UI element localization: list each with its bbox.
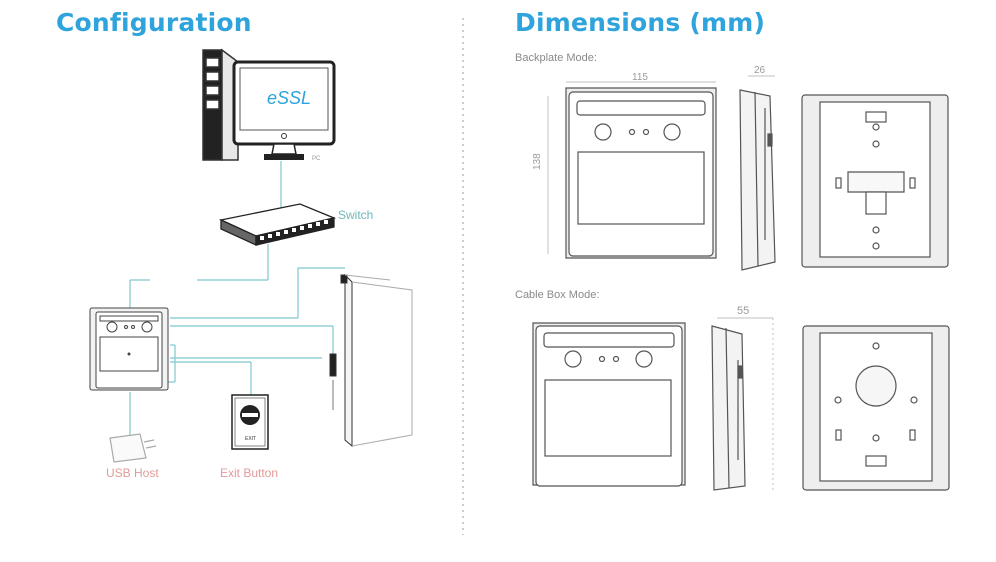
configuration-title: Configuration xyxy=(56,8,252,37)
switch-icon xyxy=(218,203,337,247)
pc-label: PC xyxy=(312,156,321,162)
connection-lines xyxy=(129,161,345,435)
dim-cable-depth: 55 xyxy=(737,305,750,317)
backplate-dim-lines xyxy=(547,75,775,254)
backplate-side-view xyxy=(739,89,776,271)
cablebox-front-view xyxy=(532,322,686,487)
cablebox-back-view xyxy=(802,325,950,491)
dim-height-front: 138 xyxy=(532,153,543,170)
exit-button-icon: EXIT xyxy=(231,394,269,450)
usb-host-icon xyxy=(109,433,157,463)
backplate-front-view xyxy=(565,87,717,259)
dim-width-front: 115 xyxy=(632,72,648,83)
cablebox-dim-lines xyxy=(717,317,774,490)
backplate-mode-label: Backplate Mode: xyxy=(515,52,597,64)
terminal-device-icon xyxy=(89,307,169,391)
backplate-back-view xyxy=(801,94,949,268)
dimensions-title: Dimensions (mm) xyxy=(515,8,766,37)
dim-depth-side: 26 xyxy=(754,65,766,76)
pc-monitor-icon xyxy=(232,60,336,160)
svg-text:EXIT: EXIT xyxy=(245,436,256,442)
door-lock-icon xyxy=(329,273,413,448)
switch-label: Switch xyxy=(338,208,374,222)
usb-host-label: USB Host xyxy=(106,466,159,480)
cablebox-mode-label: Cable Box Mode: xyxy=(515,289,600,301)
essl-logo: eSSL xyxy=(267,88,311,108)
cablebox-side-view xyxy=(711,325,746,491)
exit-button-label: Exit Button xyxy=(220,466,279,480)
